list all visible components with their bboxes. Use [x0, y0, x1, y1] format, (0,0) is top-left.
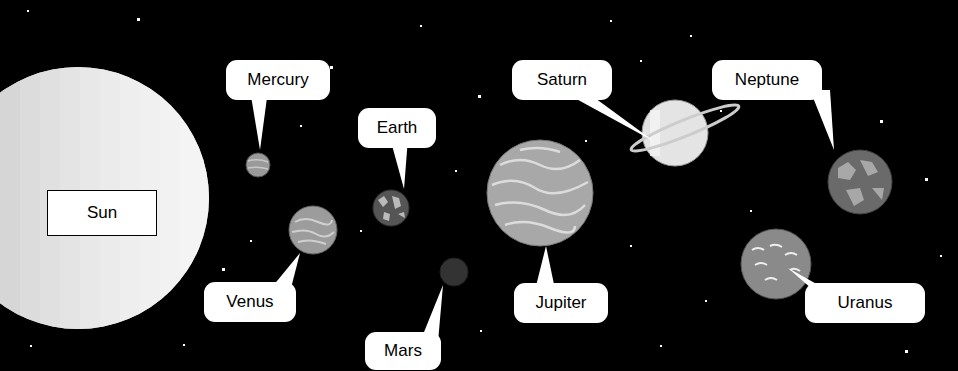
planet-name: Saturn	[537, 70, 587, 90]
callout-bubble: Mars	[365, 332, 441, 370]
saturn-planet	[628, 99, 742, 166]
neptune-planet	[828, 150, 892, 214]
planet-name: Mars	[384, 341, 422, 361]
callout-tails	[250, 90, 838, 342]
planet-name: Sun	[87, 203, 117, 223]
planet-name: Jupiter	[535, 293, 586, 313]
mercury-planet	[246, 153, 270, 177]
planet-name: Uranus	[838, 293, 893, 313]
callout-bubble: Venus	[204, 282, 296, 322]
planet-name: Neptune	[735, 70, 799, 90]
planet-name: Venus	[226, 292, 273, 312]
venus-planet	[289, 206, 337, 254]
callout-bubble: Uranus	[805, 283, 925, 323]
stars	[27, 10, 942, 353]
planet-name: Mercury	[247, 70, 308, 90]
callout-bubble: Neptune	[712, 60, 822, 100]
jupiter-planet	[487, 140, 593, 246]
callout-bubble: Jupiter	[514, 283, 608, 323]
uranus-planet	[741, 229, 811, 299]
earth-planet	[373, 190, 409, 226]
callout-bubble: Saturn	[512, 60, 612, 100]
planet-name: Earth	[377, 118, 418, 138]
mars-planet	[440, 258, 468, 286]
callout-bubble: Mercury	[226, 60, 330, 100]
label-box: Sun	[47, 190, 157, 236]
callout-bubble: Earth	[358, 108, 436, 148]
sun-disc	[0, 60, 210, 340]
